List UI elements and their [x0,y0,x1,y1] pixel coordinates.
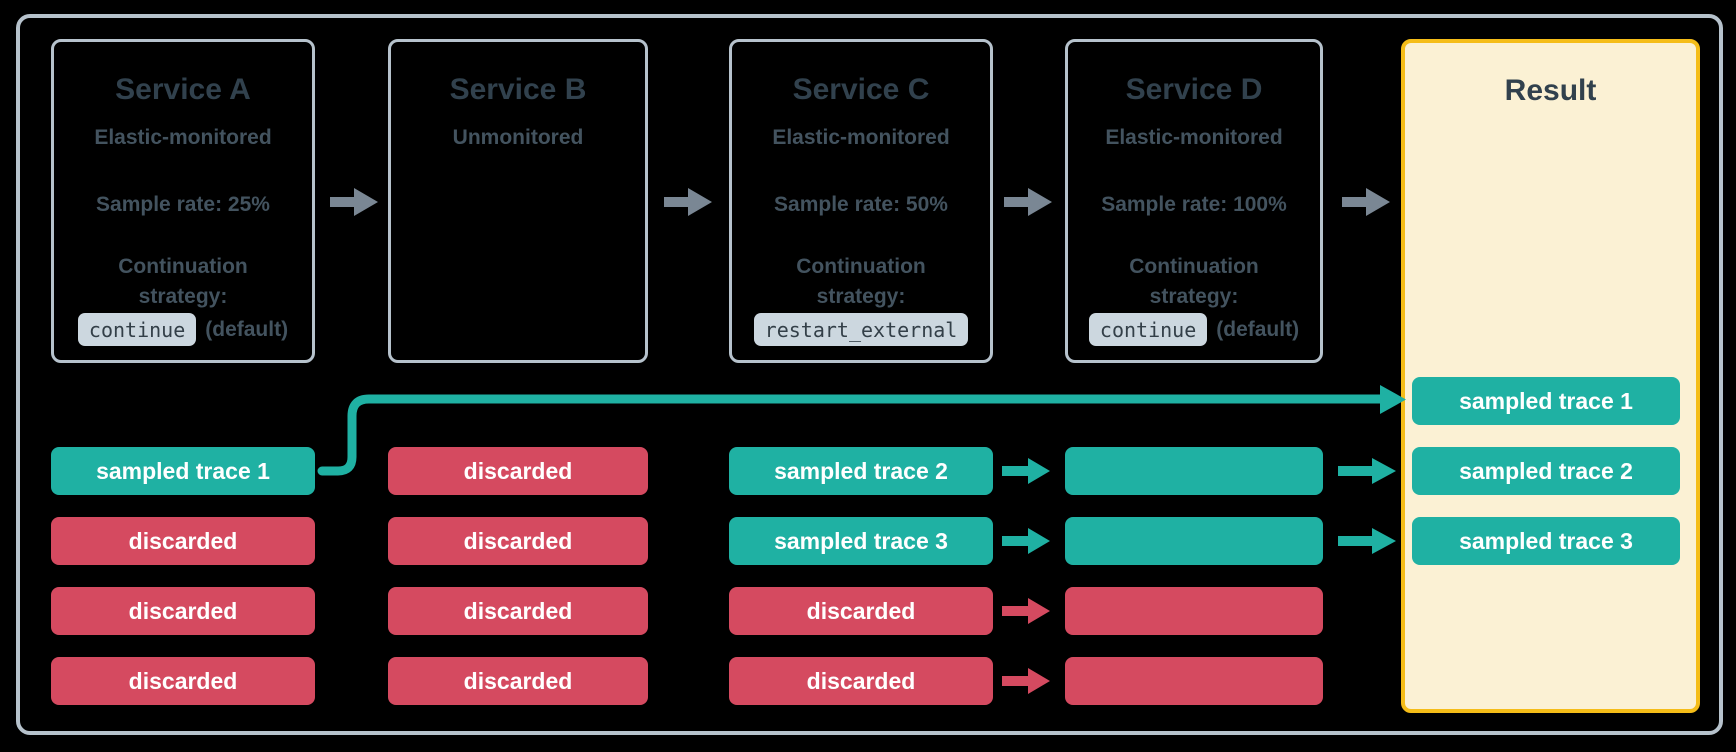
service-d-strategy-line2: strategy: [1149,285,1239,308]
service-d-strategy-line1: Continuation [1129,255,1259,278]
service-box-b: Service B Unmonitored [388,39,648,363]
service-d-strategy-value: continue (default) [1068,313,1320,346]
service-a-strategy-value: continue (default) [54,313,312,346]
service-box-c: Service C Elastic-monitored Sample rate:… [729,39,993,363]
trace-pill-d2 [1065,517,1323,565]
trace-pill-b3: discarded [388,587,648,635]
trace-pill-a2: discarded [51,517,315,565]
service-c-code-chip: restart_external [753,313,969,346]
result-pill-sampled-trace-2: sampled trace 2 [1412,447,1680,495]
service-b-title: Service B [449,73,587,106]
service-a-strategy-line1: Continuation [118,255,248,278]
service-d-title: Service D [1125,73,1263,106]
service-c-sample-rate: Sample rate: 50% [774,193,948,216]
result-panel: Result [1401,39,1700,713]
service-a-monitoring: Elastic-monitored [94,126,272,149]
trace-pill-d1 [1065,447,1323,495]
service-a-title: Service A [115,73,251,106]
trace-pill-d3 [1065,587,1323,635]
service-d-default-label: (default) [1216,317,1300,341]
trace-pill-a4: discarded [51,657,315,705]
trace-pill-b2: discarded [388,517,648,565]
service-a-code-chip: continue [77,313,197,346]
service-a-sample-rate: Sample rate: 25% [96,193,270,216]
trace-pill-c3: discarded [729,587,993,635]
service-c-strategy-value: restart_external [732,313,990,346]
service-box-a: Service A Elastic-monitored Sample rate:… [51,39,315,363]
service-a-default-label: (default) [205,317,289,341]
trace-pill-c4: discarded [729,657,993,705]
service-c-monitoring: Elastic-monitored [772,126,950,149]
result-pill-sampled-trace-1: sampled trace 1 [1412,377,1680,425]
service-d-code-chip: continue [1088,313,1208,346]
service-d-monitoring: Elastic-monitored [1105,126,1283,149]
diagram-outer-frame [16,14,1723,735]
service-d-sample-rate: Sample rate: 100% [1101,193,1287,216]
trace-pill-d4 [1065,657,1323,705]
result-pill-sampled-trace-3: sampled trace 3 [1412,517,1680,565]
trace-pill-b4: discarded [388,657,648,705]
trace-pill-c1: sampled trace 2 [729,447,993,495]
service-c-strategy-line2: strategy: [816,285,906,308]
service-box-d: Service D Elastic-monitored Sample rate:… [1065,39,1323,363]
trace-pill-a1: sampled trace 1 [51,447,315,495]
trace-pill-c2: sampled trace 3 [729,517,993,565]
service-b-monitoring: Unmonitored [452,126,584,149]
service-c-title: Service C [792,73,930,106]
trace-pill-b1: discarded [388,447,648,495]
service-c-strategy-line1: Continuation [796,255,926,278]
service-a-strategy-line2: strategy: [138,285,228,308]
result-title: Result [1504,74,1597,107]
trace-pill-a3: discarded [51,587,315,635]
